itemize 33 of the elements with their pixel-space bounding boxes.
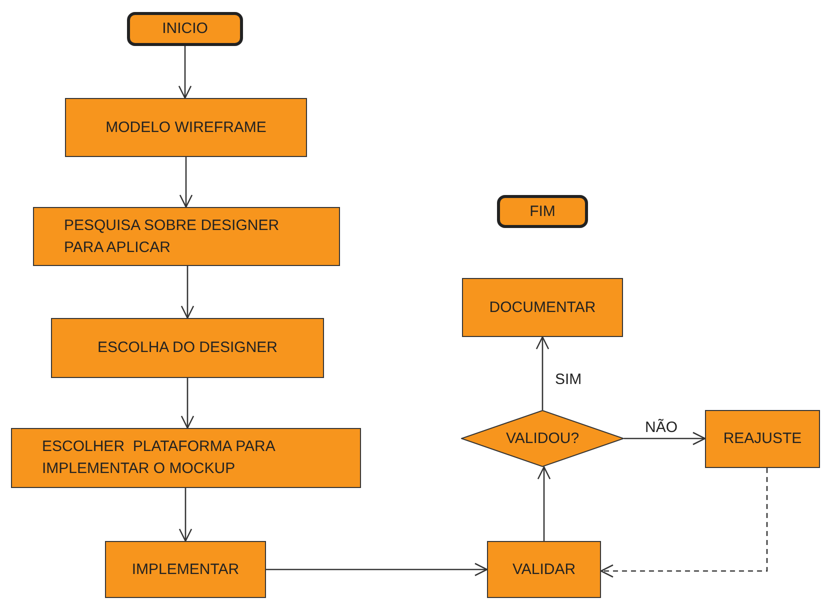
process-box [65, 98, 307, 157]
terminal-box [497, 195, 588, 228]
process-box [51, 318, 324, 378]
node-label: REAJUSTE [723, 429, 802, 449]
arrow [178, 46, 192, 99]
dashed-arrow [600, 468, 768, 578]
node-label: VALIDOU? [506, 428, 580, 448]
arrow [180, 266, 194, 319]
node-label: FIM [530, 202, 556, 222]
arrow [266, 562, 488, 576]
terminal-box [127, 12, 243, 46]
arrow [537, 466, 551, 541]
process-box [11, 428, 361, 488]
node-label: VALIDAR [512, 560, 576, 580]
node-label: IMPLEMENTAR [132, 560, 240, 580]
decision-diamond [461, 410, 624, 467]
arrow [624, 432, 706, 446]
arrow [179, 157, 193, 208]
process-box [105, 541, 266, 598]
arrow [180, 378, 194, 429]
arrow [178, 488, 192, 542]
process-box [705, 410, 820, 468]
process-box [462, 278, 623, 337]
node-label: DOCUMENTAR [489, 298, 596, 318]
node-label: ESCOLHA DO DESIGNER [97, 338, 278, 358]
process-box [487, 541, 601, 598]
arrow [536, 336, 550, 410]
node-label: INICIO [162, 19, 208, 39]
node-label: MODELO WIREFRAME [106, 118, 266, 138]
edge-label: NÃO [643, 420, 680, 435]
node-label: ESCOLHER PLATAFORMA PARA IMPLEMENTAR O MOCKUP [42, 437, 276, 479]
node-label: PESQUISA SOBRE DESIGNER PARA APLICAR [64, 216, 280, 258]
process-box [33, 207, 340, 266]
